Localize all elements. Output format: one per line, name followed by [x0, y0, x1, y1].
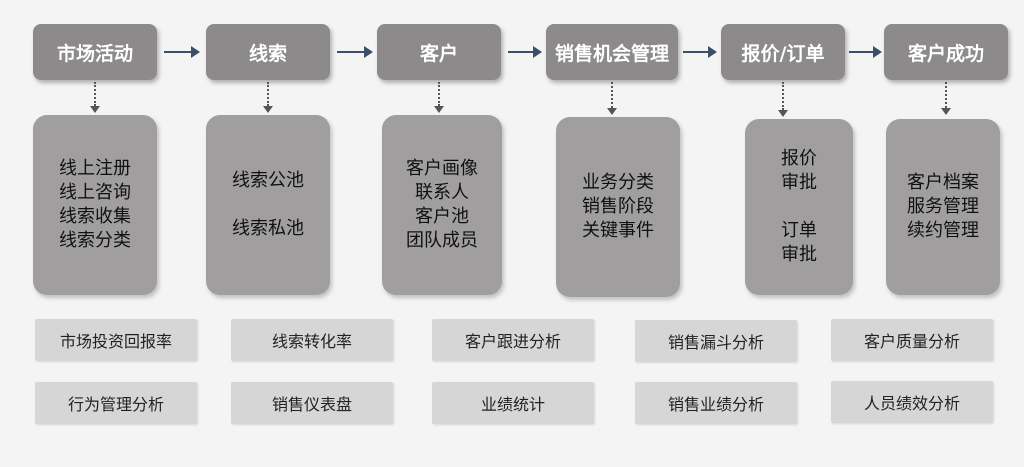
detail-item: 审批: [781, 244, 817, 265]
detail-quote-order: 报价 审批 订单 审批: [745, 119, 853, 295]
connector-arrow: [607, 82, 617, 116]
detail-opportunity: 业务分类 销售阶段 关键事件: [556, 117, 680, 297]
connector-arrow: [263, 82, 273, 114]
detail-item: 线索收集: [59, 206, 131, 227]
metric-sales-dashboard: 销售仪表盘: [231, 382, 393, 424]
detail-item: 销售阶段: [582, 196, 654, 217]
detail-item: 订单: [781, 220, 817, 241]
stage-customer: 客户: [377, 24, 501, 80]
detail-item: 报价: [781, 148, 817, 169]
detail-item: 服务管理: [907, 196, 979, 217]
stage-opportunity: 销售机会管理: [546, 24, 678, 80]
stage-quote-order: 报价/订单: [721, 24, 845, 80]
detail-item: 业务分类: [582, 172, 654, 193]
stage-marketing: 市场活动: [33, 24, 157, 80]
detail-item: 线索分类: [59, 230, 131, 251]
metric-staff-performance: 人员绩效分析: [831, 381, 993, 423]
detail-item: 线索公池: [232, 170, 304, 191]
flow-arrow: [337, 45, 373, 59]
connector-arrow: [778, 82, 788, 118]
metric-behavior-management: 行为管理分析: [35, 382, 197, 424]
stage-leads: 线索: [206, 24, 330, 80]
metric-sales-performance: 销售业绩分析: [635, 382, 797, 424]
stage-customer-success: 客户成功: [884, 24, 1008, 80]
detail-customer: 客户画像 联系人 客户池 团队成员: [382, 115, 502, 295]
detail-item: 团队成员: [406, 230, 478, 251]
metric-performance-stats: 业绩统计: [432, 382, 594, 424]
detail-leads: 线索公池 线索私池: [206, 115, 330, 295]
flow-arrow: [683, 45, 717, 59]
detail-item: 客户池: [415, 206, 469, 227]
detail-item: 线索私池: [232, 218, 304, 239]
metric-customer-followup: 客户跟进分析: [432, 319, 594, 361]
flow-arrow: [849, 45, 882, 59]
metric-customer-quality: 客户质量分析: [831, 319, 993, 361]
connector-arrow: [434, 82, 444, 114]
metric-marketing-roi: 市场投资回报率: [35, 319, 197, 361]
detail-item: 审批: [781, 172, 817, 193]
flow-arrow: [508, 45, 542, 59]
detail-item: 关键事件: [582, 220, 654, 241]
metric-lead-conversion: 线索转化率: [231, 319, 393, 361]
detail-item: 线上咨询: [59, 182, 131, 203]
connector-arrow: [941, 82, 951, 116]
detail-customer-success: 客户档案 服务管理 续约管理: [886, 119, 1000, 295]
flow-arrow: [164, 45, 200, 59]
detail-item: 客户画像: [406, 158, 478, 179]
detail-item: 线上注册: [59, 158, 131, 179]
detail-item: 联系人: [415, 182, 469, 203]
detail-item: 客户档案: [907, 172, 979, 193]
detail-item: 续约管理: [907, 220, 979, 241]
detail-marketing: 线上注册 线上咨询 线索收集 线索分类: [33, 115, 157, 295]
metric-sales-funnel: 销售漏斗分析: [635, 320, 797, 362]
connector-arrow: [90, 82, 100, 114]
